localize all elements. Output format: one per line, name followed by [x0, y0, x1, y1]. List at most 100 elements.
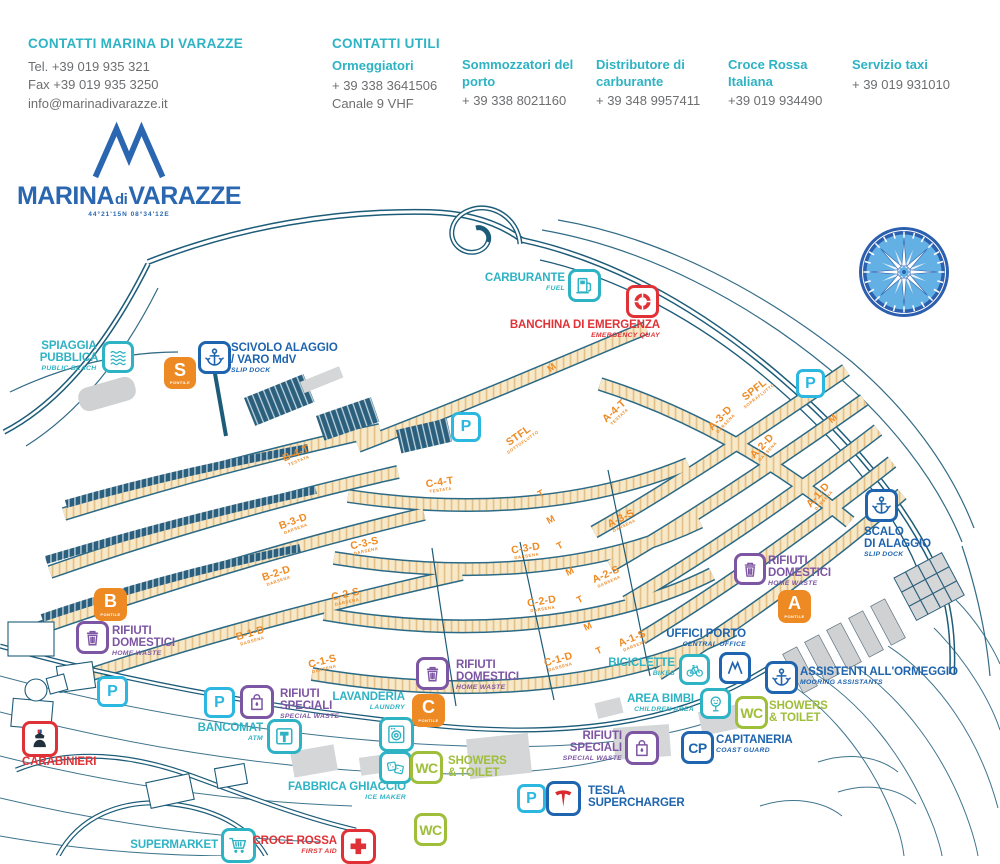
tesla-icon — [546, 781, 581, 816]
ice-icon — [379, 751, 412, 784]
contact-group-title: Ormeggiatori — [332, 58, 452, 75]
tesla-supercharger-label: TESLA SUPERCHARGER — [588, 785, 738, 809]
wc-bottom-box: WC — [414, 813, 447, 846]
berth-marker-t: T — [594, 645, 604, 657]
trash-icon — [416, 657, 449, 690]
mv-icon — [719, 652, 751, 684]
anchor-icon — [198, 341, 231, 374]
waves-icon — [102, 341, 134, 373]
capitaneria-box: CP — [681, 731, 714, 764]
bike-icon — [679, 654, 710, 685]
anchor-icon — [865, 489, 898, 522]
useful-contacts-title: CONTATTI UTILI — [332, 36, 452, 51]
child-icon — [700, 688, 731, 719]
lifebuoy-icon — [626, 285, 659, 318]
showers-toilet-right-box: WC — [735, 696, 768, 729]
berth-marker-m: M — [545, 361, 558, 375]
berth-marker-t: T — [575, 594, 585, 606]
bag-icon — [625, 731, 659, 765]
contact-column: Sommozzatori del porto + 39 338 8021160 — [462, 57, 574, 111]
contact-group-title: Servizio taxi — [852, 57, 982, 74]
contact-column: Servizio taxi + 39 019 931010 — [852, 57, 982, 94]
parking-icon: P — [204, 687, 235, 718]
trash-icon — [734, 553, 766, 585]
berth-marker-m: M — [545, 513, 557, 526]
contact-line: Fax +39 019 935 3250 — [28, 76, 318, 94]
trash-icon — [76, 621, 109, 654]
contact-line: + 39 338 3641506 — [332, 77, 452, 95]
showers-toilet-center-box: WC — [410, 751, 443, 784]
parking-icon: P — [451, 412, 481, 442]
useful-contacts-block: CONTATTI UTILI Ormeggiatori + 39 338 364… — [332, 36, 452, 114]
parking-icon: P — [97, 676, 128, 707]
carabinieri-icon — [22, 721, 58, 757]
mv-monogram-icon — [81, 120, 177, 182]
logo-coordinates: 44°21'15N 08°34'12E — [24, 211, 234, 218]
contact-column: Croce Rossa Italiana +39 019 934490 — [728, 57, 833, 111]
contact-line: info@marinadivarazze.it — [28, 95, 318, 113]
contact-group-title: Distributore di carburante — [596, 57, 708, 90]
berth-marker-m: M — [826, 412, 839, 426]
berth-marker-m: M — [582, 620, 594, 633]
contact-line: + 39 338 8021160 — [462, 92, 574, 110]
contact-column: Distributore di carburante + 39 348 9957… — [596, 57, 708, 111]
bag-icon — [240, 685, 274, 719]
contact-line: Tel. +39 019 935 321 — [28, 58, 318, 76]
marina-contacts-block: CONTATTI MARINA DI VARAZZE Tel. +39 019 … — [28, 36, 318, 113]
contact-group-title: Croce Rossa Italiana — [728, 57, 833, 90]
showers-toilet-right-label: SHOWERS & TOILET — [769, 700, 861, 724]
parking-icon: P — [517, 784, 546, 813]
contact-line: Canale 9 VHF — [332, 95, 452, 113]
contact-line: + 39 019 931010 — [852, 76, 982, 94]
berth-marker-m: M — [564, 565, 576, 578]
showers-toilet-center-label: SHOWERS & TOILET — [448, 755, 540, 779]
parking-icon: P — [796, 369, 825, 398]
contact-group-title: Sommozzatori del porto — [462, 57, 574, 90]
atm-icon — [267, 719, 302, 754]
cross-icon — [341, 829, 376, 864]
berth-marker-t: T — [555, 540, 565, 552]
marina-contacts-title: CONTATTI MARINA DI VARAZZE — [28, 36, 318, 51]
fuel-icon — [568, 269, 601, 302]
